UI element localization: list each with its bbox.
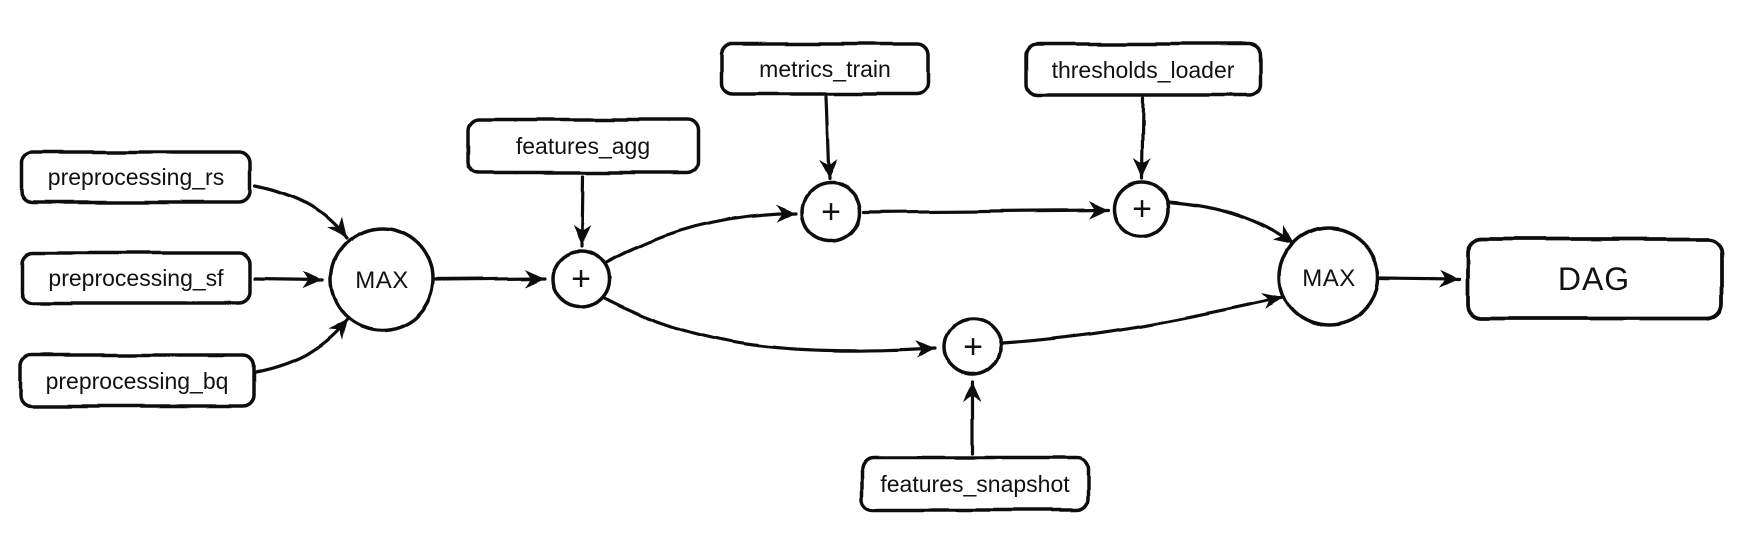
nodes-layer bbox=[19, 42, 1724, 512]
node-sum-thresholds-circle bbox=[1113, 180, 1171, 238]
node-preprocessing-rs-box bbox=[20, 150, 252, 204]
edge-metrics-train-to-sum-metrics bbox=[819, 95, 838, 181]
node-max-left-label: MAX bbox=[355, 267, 409, 294]
node-preprocessing-sf-box bbox=[20, 251, 252, 305]
node-preprocessing-rs-label: preprocessing_rs bbox=[48, 164, 224, 190]
edge-sum-features-to-sum-snapshot bbox=[600, 295, 938, 359]
shapes-layer bbox=[19, 42, 1724, 512]
node-features-snapshot-box bbox=[860, 456, 1090, 512]
node-max-right-label: MAX bbox=[1302, 265, 1356, 292]
node-sum-metrics-circle bbox=[800, 181, 862, 243]
node-preprocessing-sf-label: preprocessing_sf bbox=[48, 265, 224, 291]
node-max-left-circle bbox=[329, 226, 435, 332]
node-sum-metrics-label: + bbox=[821, 193, 841, 231]
node-features-snapshot-label: features_snapshot bbox=[880, 471, 1070, 497]
node-features-agg-box bbox=[466, 117, 700, 175]
labels-layer: preprocessing_rs preprocessing_sf prepro… bbox=[46, 56, 1630, 497]
edge-sum-snapshot-to-max-right bbox=[1000, 292, 1285, 345]
node-sum-snapshot-circle bbox=[943, 317, 1003, 377]
node-sum-features-circle bbox=[551, 249, 611, 309]
edge-preprocessing-bq-to-max-left bbox=[254, 317, 350, 374]
edges-layer bbox=[253, 95, 1461, 456]
node-dag-box bbox=[1465, 237, 1724, 320]
node-dag-label: DAG bbox=[1558, 261, 1630, 297]
node-sum-features-label: + bbox=[571, 260, 591, 298]
edge-max-left-to-sum-features bbox=[432, 270, 547, 289]
edge-preprocessing-sf-to-max-left bbox=[253, 270, 325, 289]
node-sum-thresholds-label: + bbox=[1132, 190, 1152, 228]
node-thresholds-loader-box bbox=[1024, 42, 1262, 97]
node-metrics-train-box bbox=[720, 42, 930, 96]
node-sum-snapshot-label: + bbox=[963, 328, 983, 366]
node-metrics-train-label: metrics_train bbox=[759, 56, 891, 82]
edge-preprocessing-rs-to-max-left bbox=[253, 184, 348, 240]
node-max-right-circle bbox=[1278, 226, 1380, 328]
node-preprocessing-bq-label: preprocessing_bq bbox=[46, 368, 229, 394]
edge-sum-metrics-to-sum-thresholds bbox=[862, 201, 1111, 220]
node-features-agg-label: features_agg bbox=[516, 133, 650, 159]
edge-thresholds-loader-to-sum-thresholds bbox=[1133, 96, 1152, 180]
edge-max-right-to-dag bbox=[1378, 269, 1461, 288]
edge-sum-thresholds-to-max-right bbox=[1166, 200, 1296, 247]
edge-sum-features-to-sum-metrics bbox=[603, 204, 798, 265]
node-thresholds-loader-label: thresholds_loader bbox=[1052, 57, 1235, 83]
edge-features-agg-to-sum-features bbox=[573, 175, 592, 248]
node-preprocessing-bq-box bbox=[19, 353, 256, 408]
